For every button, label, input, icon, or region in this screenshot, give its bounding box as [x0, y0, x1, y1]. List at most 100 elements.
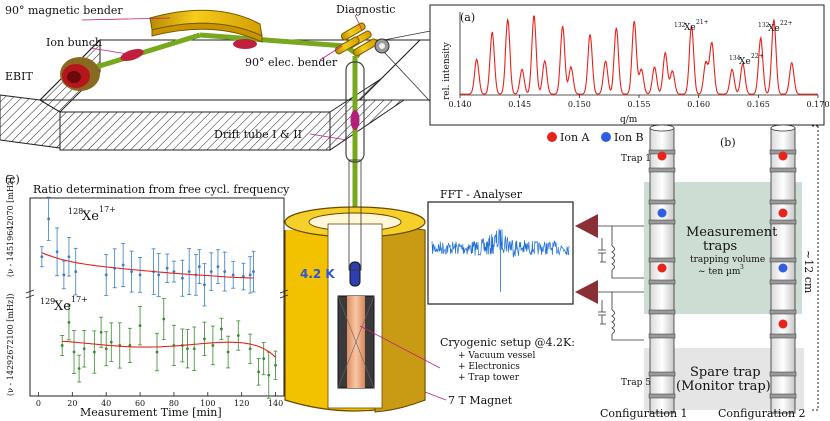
ratioSeries2-point-11: [138, 324, 142, 328]
ratio-tick-label-7: 140: [268, 399, 283, 408]
tower1-spacer-8: [648, 371, 676, 377]
fft-analyser: FFT - Analyser: [427, 188, 644, 341]
spectrum-tick-label-1: 0.145: [508, 100, 531, 109]
ratioSeries1-point-5: [74, 270, 78, 273]
ratioSeries2-point-17: [192, 347, 196, 351]
ratioSeries1-point-21: [216, 265, 220, 269]
ratioSeries2-point-5: [92, 350, 96, 354]
ratioSeries2-point-22: [236, 334, 240, 337]
tower2-spacer-2: [769, 199, 797, 205]
ratioSeries1-point-19: [203, 283, 206, 287]
spectrum-xlabel: q/m: [620, 115, 638, 125]
tower2-spacer-4: [769, 257, 797, 263]
ratioSeries1-point-26: [252, 270, 255, 273]
ratioSeries1-point-18: [197, 265, 201, 269]
ratioSeries2-point-25: [262, 357, 266, 361]
ratioSeries2-point-2: [72, 350, 76, 354]
ion-bunch-label: Ion bunch: [46, 36, 102, 49]
svg-text:Ion A: Ion A: [560, 131, 591, 144]
spare-trap-label: Spare trap: [690, 365, 761, 380]
ratioSeries1-point-2: [55, 250, 59, 254]
tower1-ion-2: [657, 263, 667, 273]
svg-text:128: 128: [68, 207, 83, 216]
ratioSeries2-fit: [62, 340, 276, 358]
drift-tube-label: Drift tube I & II: [214, 128, 302, 141]
trap-5-label: Trap 5: [621, 378, 651, 388]
ratioSeries2-point-1: [67, 320, 71, 324]
ion-bunch-icon: [120, 48, 144, 62]
ratioSeries2-point-20: [219, 327, 223, 331]
spectrum-line: [460, 15, 818, 95]
ratioSeries1-point-22: [223, 270, 227, 273]
beamline-labels: 90° magnetic bender Diagnostic Ion bunch…: [5, 3, 447, 141]
ebit-icon: [60, 57, 100, 91]
ratio-xlabel: Measurement Time [min]: [80, 406, 222, 419]
spectrum-tick-label-0: 0.140: [449, 100, 472, 109]
ratioSeries2-point-3: [77, 367, 81, 370]
panel-b: Ion A Ion B (b) Trap 1 Trap 5 Measuremen…: [547, 124, 820, 420]
tower2-ion-2: [778, 263, 788, 273]
measurement-traps-label-2: traps: [703, 239, 737, 254]
trap-tower-config-1: [648, 124, 676, 414]
panel-c-tag: (c): [5, 173, 20, 186]
magnet-label: 7 T Magnet: [448, 394, 513, 407]
ratioSeries1-point-8: [121, 263, 125, 267]
ratioSeries1-point-1: [47, 217, 51, 221]
ratioSeries2-point-6: [99, 330, 103, 334]
tower1-spacer-6: [648, 309, 676, 315]
amplifier-1-icon: [575, 214, 598, 238]
tower1-spacer-7: [648, 333, 676, 339]
svg-text:Xe: Xe: [768, 24, 780, 34]
ratio-tick-label-0: 0: [36, 399, 41, 408]
ratioSeries2-point-23: [248, 347, 252, 351]
svg-text:Ion B: Ion B: [614, 131, 644, 144]
ratioSeries2-point-24: [257, 370, 260, 374]
spectrum-ylabel: rel. intensity: [442, 41, 452, 100]
tower2-spacer-1: [769, 167, 797, 173]
trap-tower-config-2: [769, 124, 797, 414]
series-128xe-label: 128 Xe 17+: [68, 205, 116, 224]
svg-text:132: 132: [758, 22, 770, 29]
svg-text:22+: 22+: [751, 53, 764, 60]
ratio-tick-label-3: 60: [135, 399, 145, 408]
ratioSeries1-point-13: [165, 266, 169, 270]
ratioSeries1-point-20: [209, 270, 213, 273]
tower1-ion-1: [657, 208, 667, 218]
diagnostic-icon: [374, 38, 390, 54]
svg-text:134: 134: [729, 55, 741, 62]
svg-text:22+: 22+: [780, 20, 793, 27]
tower1-spacer-4: [648, 257, 676, 263]
ratio-tick-label-1: 20: [67, 399, 77, 408]
tower1-spacer-3: [648, 219, 676, 225]
ion-bunch-2-icon: [233, 39, 257, 49]
ratioSeries2-point-4: [82, 347, 86, 351]
tower2-spacer-8: [769, 371, 797, 377]
svg-text:17+: 17+: [99, 205, 116, 214]
drift-tube-icon: [345, 61, 365, 163]
cryo-item-2: + Electronics: [458, 362, 520, 372]
legend-ion-a: Ion A: [547, 131, 591, 144]
ratio-tick-label-6: 120: [234, 399, 249, 408]
ratioSeries2-point-18: [203, 337, 206, 341]
fft-label: FFT - Analyser: [440, 188, 523, 201]
tower2-ion-3: [778, 319, 788, 329]
elec-bender-icon: [334, 22, 378, 57]
peak-annotation-3: 132 Xe 22+: [758, 20, 793, 34]
magnetic-bender-icon: [149, 9, 263, 43]
temperature-label: 4.2 K: [300, 267, 335, 281]
tower2-spacer-5: [769, 279, 797, 285]
ratioSeries1-fit: [41, 252, 254, 279]
trap-electrode-icon: [349, 261, 361, 287]
ratioSeries1-point-23: [231, 273, 235, 277]
cryo-item-3: + Trap tower: [458, 373, 520, 383]
panel-c-title: Ratio determination from free cycl. freq…: [33, 183, 290, 196]
svg-text:Xe: Xe: [54, 299, 71, 314]
ratioSeries2-point-19: [211, 344, 215, 347]
ratioSeries1-point-0: [40, 255, 44, 259]
monitor-trap-label: (Monitor trap): [676, 379, 771, 394]
ratioSeries1-point-25: [248, 273, 252, 277]
